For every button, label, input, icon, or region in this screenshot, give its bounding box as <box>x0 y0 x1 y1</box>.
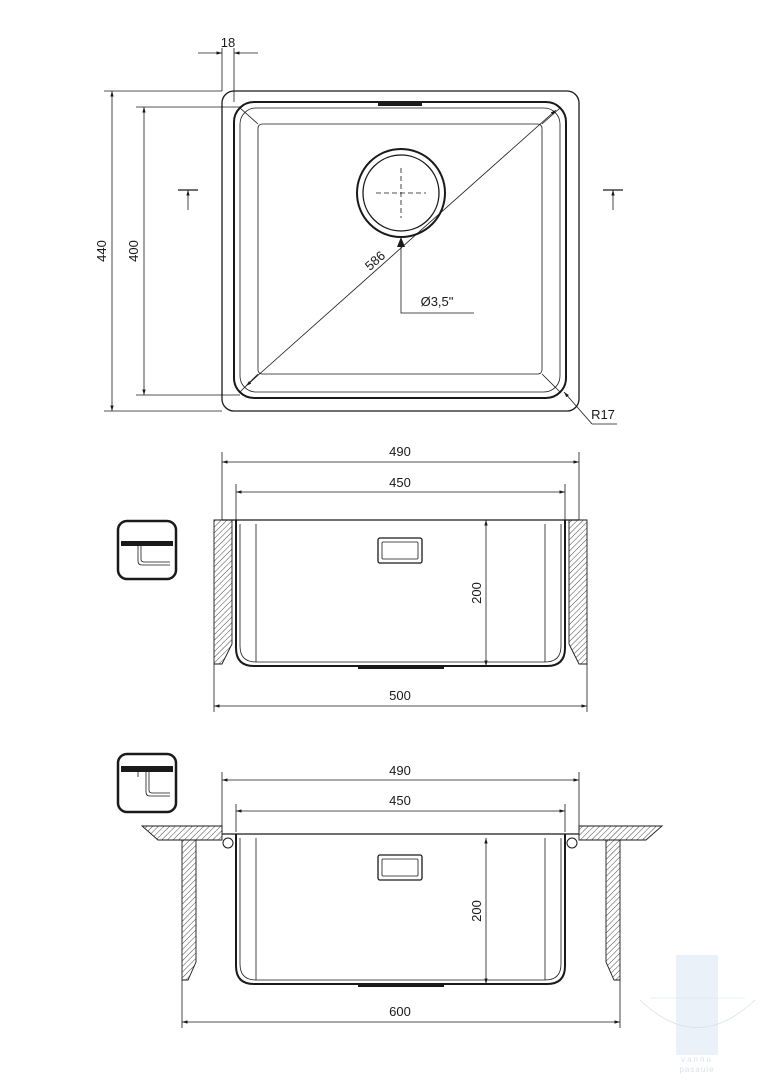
cabinet-panel-left <box>213 519 233 665</box>
countertop-right <box>578 825 664 841</box>
watermark-line2: pasaule <box>679 1065 714 1074</box>
cabinet-panel-right-2 <box>605 839 621 981</box>
dim-490-label-2: 490 <box>389 763 411 778</box>
front-view: 490 450 200 500 <box>116 444 588 712</box>
dim-200-label: 200 <box>469 582 484 604</box>
watermark-logo: vannu pasaule <box>639 955 756 1074</box>
bottom-view: 490 450 200 600 <box>116 752 664 1028</box>
flush-mount-install-icon <box>116 752 178 814</box>
dim-450-label: 450 <box>389 475 411 490</box>
drain-outlet <box>358 665 444 669</box>
cabinet-panel-right <box>568 519 588 665</box>
overflow-icon-2 <box>377 854 423 881</box>
watermark-line1: vannu <box>681 1055 713 1064</box>
bowl-profile-2 <box>235 834 566 985</box>
drain-leader-line <box>400 237 474 314</box>
radius-leader-line <box>563 391 593 425</box>
dim-586-label: 586 <box>362 248 388 274</box>
dim-450-label-2: 450 <box>389 793 411 808</box>
undermount-install-icon <box>116 519 178 581</box>
dim-440-label: 440 <box>94 240 109 262</box>
dim-18-label: 18 <box>221 35 235 50</box>
section-marker-right <box>603 189 623 210</box>
bowl-inner-edge <box>239 107 561 393</box>
dim-200-label-2: 200 <box>469 900 484 922</box>
overflow-icon <box>377 537 423 564</box>
dim-500-label: 500 <box>389 688 411 703</box>
sink-outer-rim <box>221 90 580 412</box>
dim-600-label: 600 <box>389 1004 411 1019</box>
section-marker-left <box>178 189 198 210</box>
overflow-slot <box>378 101 422 106</box>
radius-label: R17 <box>591 407 615 422</box>
drain-size-label: Ø3,5" <box>421 294 454 309</box>
countertop-left <box>140 825 223 841</box>
top-view: 586 Ø3,5" R17 18 440 400 <box>94 35 623 425</box>
drain-icon <box>356 148 446 238</box>
dim-490-label: 490 <box>389 444 411 459</box>
drain-outlet-2 <box>358 983 444 987</box>
cabinet-panel-left-2 <box>181 839 197 981</box>
bowl-outer-edge <box>233 101 567 399</box>
dim-400-label: 400 <box>126 240 141 262</box>
